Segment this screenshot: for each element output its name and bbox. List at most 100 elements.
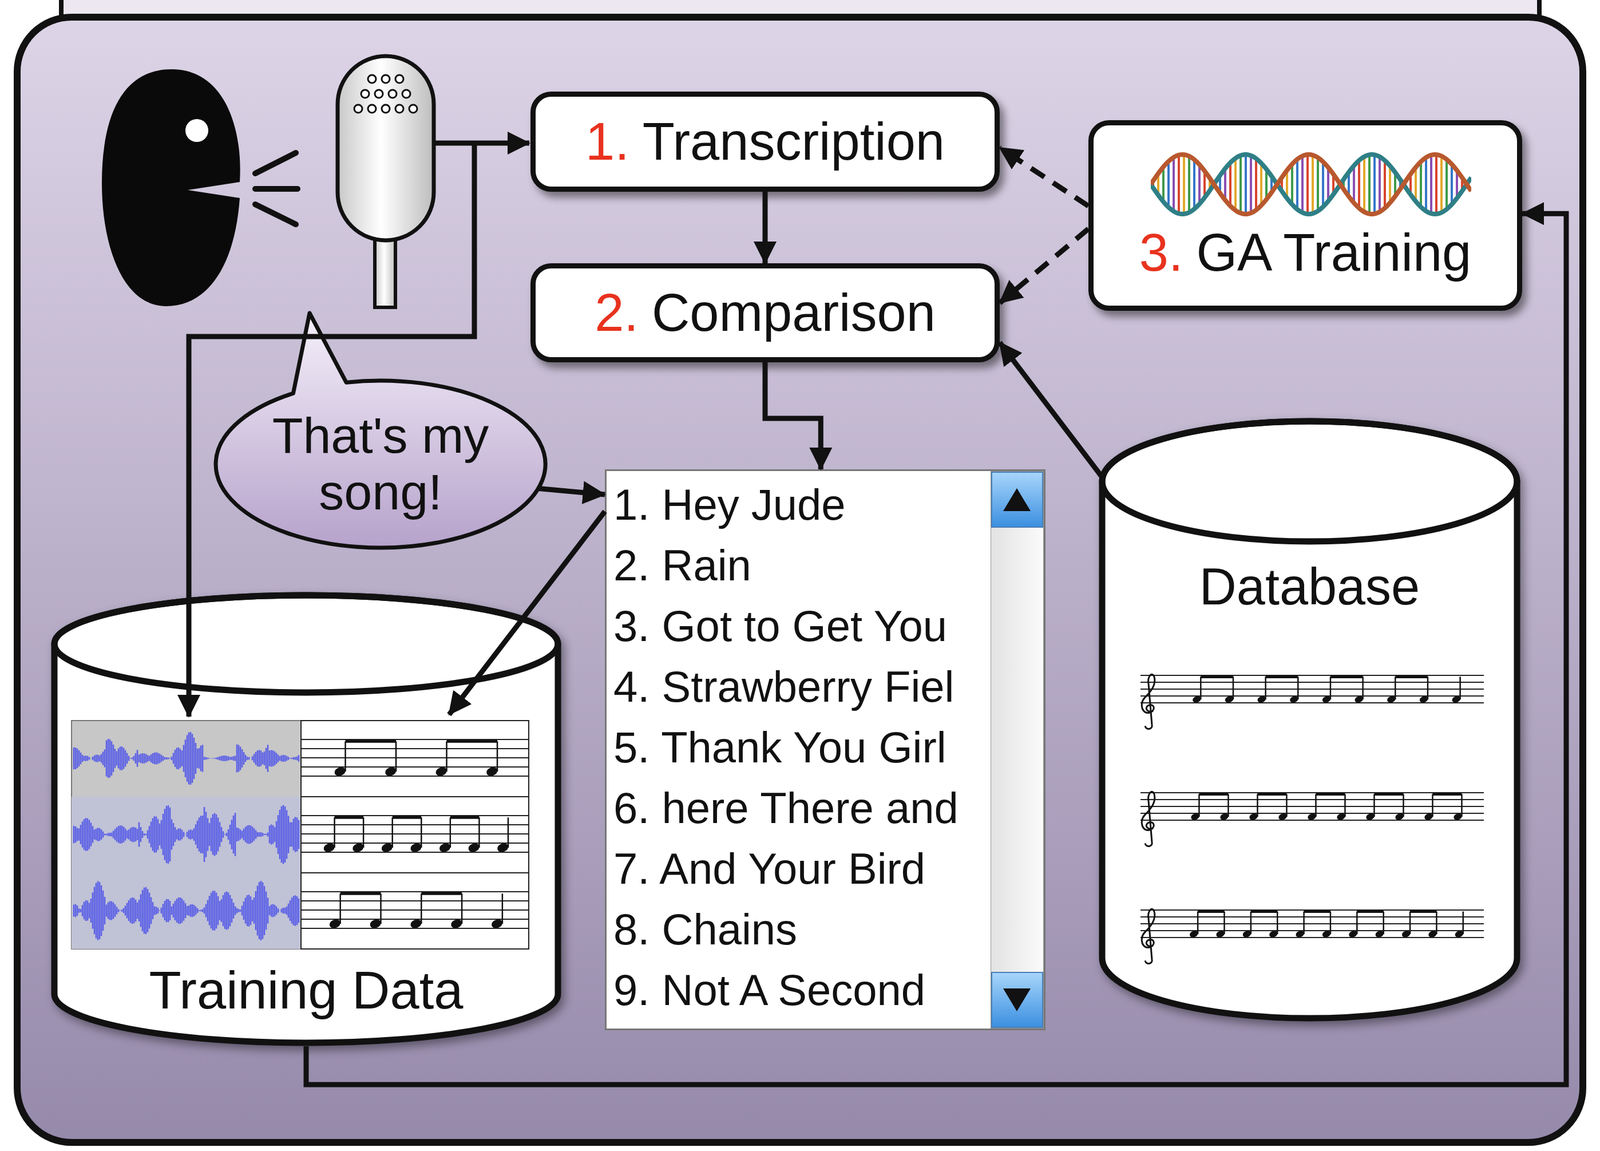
waveform: [272, 750, 275, 767]
waveform: [184, 833, 187, 835]
waveform-panel: [71, 720, 302, 949]
waveform: [147, 830, 149, 839]
waveform: [140, 894, 142, 928]
waveform: [119, 746, 122, 771]
waveform: [74, 904, 77, 917]
waveform-panel: [71, 796, 302, 949]
waveform: [253, 897, 256, 924]
waveform: [236, 827, 239, 842]
waveform: [117, 908, 120, 912]
waveform: [119, 825, 122, 844]
waveform: [250, 825, 252, 844]
note-beam: [1200, 675, 1234, 679]
waveform: [164, 808, 166, 861]
waveform: [226, 755, 228, 762]
note-stem: [1200, 676, 1202, 700]
list-item: 4. Strawberry Fiel: [613, 656, 955, 718]
bubble-text: That's my song!: [254, 407, 507, 521]
list-item: 8. Chains: [613, 898, 798, 960]
waveform: [174, 826, 177, 842]
dna-rung: [1234, 157, 1237, 211]
waveform: [298, 754, 300, 762]
waveform: [262, 832, 264, 837]
waveform: [274, 904, 276, 917]
cylinder-label: Training Data: [149, 958, 464, 1022]
bubble-outline: [215, 313, 546, 548]
waveform: [248, 757, 251, 760]
waveform: [133, 755, 136, 761]
waveform: [124, 750, 127, 767]
staff-line: [301, 814, 529, 817]
waveform: [291, 897, 293, 924]
waveform: [222, 830, 225, 838]
cylinder-body: [1102, 421, 1518, 1019]
waveform: [153, 816, 156, 853]
waveform: [121, 825, 124, 844]
dna-rung: [1440, 156, 1443, 213]
waveform: [76, 748, 79, 768]
waveform: [129, 898, 132, 924]
waveform: [212, 890, 215, 930]
dna-rung: [1450, 164, 1453, 205]
waveform: [95, 754, 98, 763]
waveform: [102, 831, 105, 838]
dna-rung: [1167, 161, 1170, 208]
waveform: [129, 757, 132, 759]
waveform: [107, 738, 110, 778]
waveform: [232, 815, 235, 854]
mic-hole: [354, 104, 363, 113]
waveform: [109, 901, 112, 921]
waveform: [265, 833, 268, 835]
note-stem: [1361, 676, 1364, 700]
flow-arrow: [999, 147, 1089, 207]
waveform: [97, 827, 99, 841]
waveform: [143, 833, 146, 836]
waveform: [121, 746, 124, 770]
waveform: [222, 755, 225, 762]
note-stem: [445, 741, 448, 772]
waveform: [93, 755, 96, 762]
waveform: [296, 817, 299, 851]
waveform: [224, 755, 227, 762]
waveform: [164, 757, 166, 760]
staff-frame: [301, 872, 529, 949]
waveform: [217, 757, 220, 760]
waveform: [260, 880, 263, 941]
waveform: [133, 897, 136, 924]
waveform: [181, 829, 184, 839]
waveform: [177, 828, 180, 841]
waveform: [169, 900, 172, 921]
treble-clef: [1141, 674, 1155, 729]
staff-line: [301, 757, 529, 759]
graphic-part: [255, 152, 298, 225]
waveform: [272, 825, 275, 845]
staff-line: [301, 747, 529, 750]
waveform: [135, 753, 137, 764]
note-stem: [1264, 676, 1267, 700]
staff-line: [1140, 674, 1484, 676]
waveform: [80, 824, 82, 845]
waveform: [165, 805, 168, 863]
dna-rung: [1378, 156, 1381, 212]
waveform: [203, 756, 206, 760]
waveform: [165, 898, 168, 922]
waveform: [236, 908, 239, 914]
note-beam: [1265, 675, 1299, 679]
waveform: [136, 902, 139, 920]
dna-rung: [1352, 165, 1356, 203]
note-stem: [379, 893, 382, 924]
cylinder-top: [1102, 421, 1518, 542]
note-stem: [362, 817, 365, 848]
waveform: [109, 832, 112, 837]
dna-rung: [1435, 154, 1438, 215]
dna-rung: [1172, 157, 1175, 212]
list-item: 6. here There and: [613, 777, 959, 839]
waveform: [138, 899, 141, 922]
waveform: [159, 909, 161, 911]
waveform: [277, 754, 280, 762]
waveform: [83, 818, 86, 850]
dna-rung: [1182, 154, 1186, 215]
waveform: [80, 752, 82, 764]
waveform: [112, 830, 115, 839]
step-number: 3.: [1139, 223, 1184, 282]
